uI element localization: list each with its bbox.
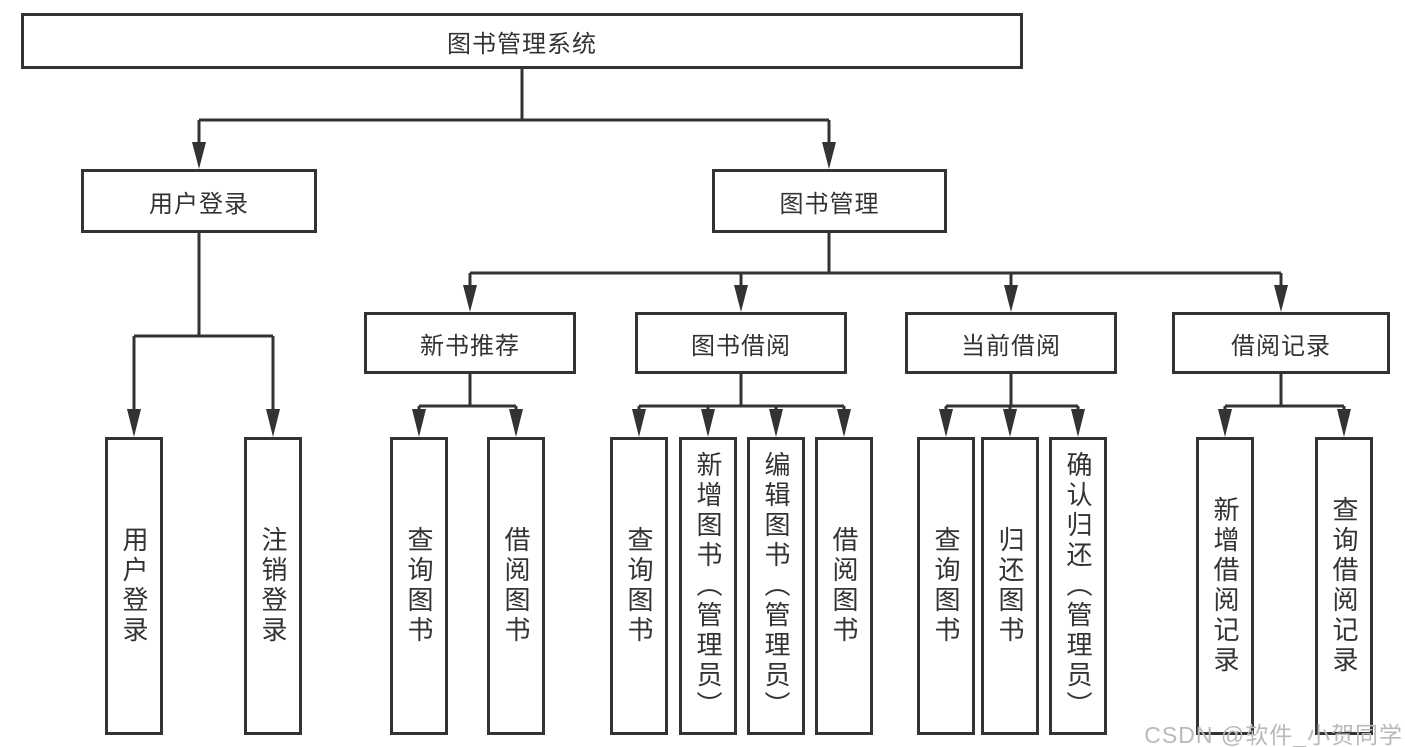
arrowhead-icon bbox=[1337, 409, 1351, 437]
leaf-logout: 注销登录 bbox=[244, 437, 302, 735]
arrowhead-icon bbox=[1274, 285, 1288, 312]
csdn-watermark: CSDN @软件_小贺同学 bbox=[1144, 722, 1403, 747]
arrowhead-icon bbox=[266, 409, 280, 437]
arrowhead-icon bbox=[632, 409, 646, 437]
arrowhead-icon bbox=[734, 285, 748, 312]
leaf-add-borrow-record: 新增借阅记录 bbox=[1196, 437, 1254, 735]
leaf-add-books-admin: 新增图书（管理员） bbox=[679, 437, 737, 735]
leaf-borrow-books: 借阅图书 bbox=[815, 437, 873, 735]
arrowhead-icon bbox=[1071, 409, 1085, 437]
leaf-query-borrow-record: 查询借阅记录 bbox=[1315, 437, 1373, 735]
arrowhead-icon bbox=[463, 285, 477, 312]
node-library-management-system: 图书管理系统 bbox=[21, 13, 1023, 69]
node-label: 当前借阅 bbox=[961, 332, 1061, 360]
node-label: 新书推荐 bbox=[420, 332, 520, 360]
node-label: 查询借阅记录 bbox=[1329, 496, 1359, 676]
arrowhead-icon bbox=[701, 409, 715, 437]
node-label: 借阅图书 bbox=[501, 526, 531, 646]
node-book-borrowing: 图书借阅 bbox=[635, 312, 847, 374]
leaf-query-books-recommend: 查询图书 bbox=[390, 437, 448, 735]
leaf-borrow-books-recommend: 借阅图书 bbox=[487, 437, 545, 735]
node-label: 新增图书（管理员） bbox=[693, 451, 723, 721]
node-label: 查询图书 bbox=[404, 526, 434, 646]
node-borrowing-records: 借阅记录 bbox=[1172, 312, 1390, 374]
leaf-confirm-return-admin: 确认归还（管理员） bbox=[1049, 437, 1107, 735]
arrowhead-icon bbox=[1004, 285, 1018, 312]
node-label: 借阅记录 bbox=[1231, 332, 1331, 360]
node-label: 用户登录 bbox=[119, 526, 149, 646]
node-label: 图书借阅 bbox=[691, 332, 791, 360]
node-new-book-recommendation: 新书推荐 bbox=[364, 312, 576, 374]
arrowhead-icon bbox=[127, 409, 141, 437]
arrowhead-icon bbox=[412, 409, 426, 437]
arrowhead-icon bbox=[769, 409, 783, 437]
node-label: 借阅图书 bbox=[829, 526, 859, 646]
leaf-user-login: 用户登录 bbox=[105, 437, 163, 735]
arrowhead-icon bbox=[822, 142, 836, 169]
arrowhead-icon bbox=[1003, 409, 1017, 437]
node-label: 用户登录 bbox=[149, 190, 249, 218]
leaf-return-books: 归还图书 bbox=[981, 437, 1039, 735]
node-label: 归还图书 bbox=[995, 526, 1025, 646]
node-label: 查询图书 bbox=[931, 526, 961, 646]
arrowhead-icon bbox=[192, 142, 206, 169]
leaf-edit-books-admin: 编辑图书（管理员） bbox=[747, 437, 805, 735]
node-label: 新增借阅记录 bbox=[1210, 496, 1240, 676]
arrowhead-icon bbox=[837, 409, 851, 437]
node-book-management-branch: 图书管理 bbox=[712, 169, 947, 233]
node-user-login-branch: 用户登录 bbox=[81, 169, 317, 233]
arrowhead-icon bbox=[1218, 409, 1232, 437]
node-label: 注销登录 bbox=[258, 526, 288, 646]
node-label: 查询图书 bbox=[624, 526, 654, 646]
node-label: 确认归还（管理员） bbox=[1063, 451, 1093, 721]
leaf-query-books-borrowing: 查询图书 bbox=[610, 437, 668, 735]
leaf-query-books-current: 查询图书 bbox=[917, 437, 975, 735]
arrowhead-icon bbox=[939, 409, 953, 437]
node-label: 图书管理系统 bbox=[447, 30, 597, 58]
node-label: 图书管理 bbox=[779, 190, 880, 218]
arrowhead-icon bbox=[509, 409, 523, 437]
node-current-borrowing: 当前借阅 bbox=[905, 312, 1117, 374]
node-label: 编辑图书（管理员） bbox=[761, 451, 791, 721]
